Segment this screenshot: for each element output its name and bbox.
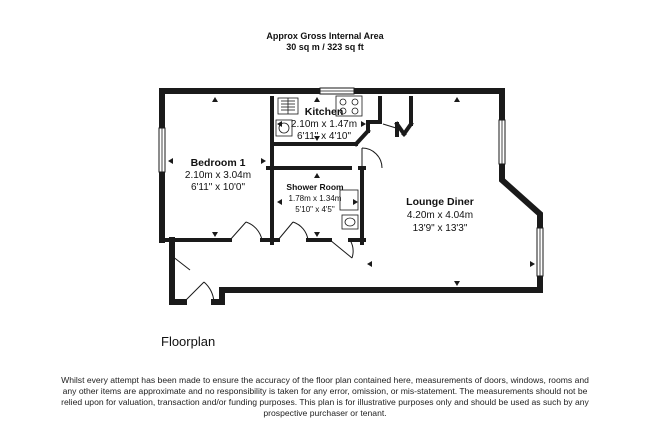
kitchen-imperial: 6'11" x 4'10" <box>297 131 352 142</box>
shower-tray <box>339 189 359 211</box>
door-lounge <box>329 239 354 259</box>
floorplan-caption: Floorplan <box>161 334 216 349</box>
door-shower <box>277 221 309 241</box>
basin <box>341 214 359 230</box>
door-cupboard <box>382 123 397 129</box>
shower-fittings <box>339 189 359 230</box>
bedroom-title: Bedroom 1 <box>191 157 246 169</box>
door-kitchen <box>361 147 383 169</box>
lounge-metric: 4.20m x 4.04m <box>407 210 473 221</box>
area-title: Approx Gross Internal Area <box>266 31 384 41</box>
dimension-markers <box>168 97 535 286</box>
kitchen-metric: 2.10m x 1.47m <box>291 119 357 130</box>
kitchen-fittings <box>275 95 363 137</box>
lounge-title: Lounge Diner <box>406 196 474 208</box>
door-entrance <box>183 281 215 303</box>
door-hall <box>171 255 191 271</box>
doors <box>171 123 397 303</box>
shower-imperial: 5'10" x 4'5" <box>295 205 335 214</box>
bedroom-imperial: 6'11" x 10'0" <box>191 182 246 193</box>
windows <box>158 87 544 277</box>
outer-walls <box>159 88 543 305</box>
kitchen-appliance <box>275 119 293 137</box>
kitchen-hob <box>335 95 363 117</box>
door-bedroom <box>229 221 263 241</box>
disclaimer-text: Whilst every attempt has been made to en… <box>61 375 589 418</box>
interior-walls <box>160 96 414 245</box>
area-value: 30 sq m / 323 sq ft <box>286 42 364 52</box>
shower-title: Shower Room <box>286 182 344 192</box>
shower-metric: 1.78m x 1.34m <box>289 194 342 203</box>
kitchen-title: Kitchen <box>305 106 344 118</box>
bedroom-metric: 2.10m x 3.04m <box>185 170 251 181</box>
lounge-imperial: 13'9" x 13'3" <box>413 223 468 234</box>
